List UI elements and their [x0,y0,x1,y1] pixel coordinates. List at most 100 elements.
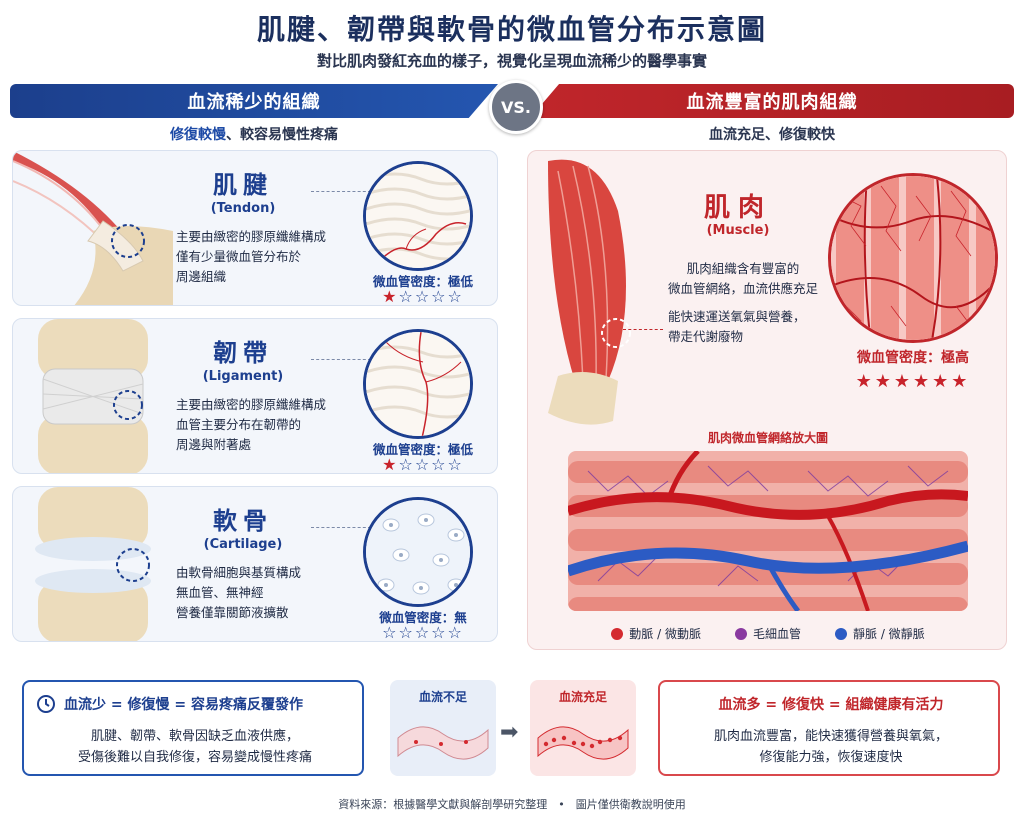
star-icon: ★ [855,371,875,392]
legend-item-capillary: 毛細血管 [734,625,801,642]
low-flow-summary-body: 肌腱、韌帶、軟骨因缺乏血液供應， 受傷後難以自我修復，容易變成慢性疼痛 [24,726,366,768]
legend-label: 靜脈 / 微靜脈 [853,627,925,641]
star-icon: ★ [382,287,399,306]
cartilage-star-rating: ☆☆☆☆☆ [353,623,493,642]
star-icon: ★ [874,371,894,392]
ligament-desc-line: 周邊與附著處 [176,437,252,452]
ligament-desc-line: 血管主要分布在韌帶的 [176,417,302,432]
tendon-desc-line: 主要由緻密的膠原纖維構成 [176,229,327,244]
cartilage-title: 軟骨 [213,507,273,535]
muscle-panel: 肌肉 (Muscle) 肌肉組織含有豐富的 微血管網絡，血流供應充足 能快速運送… [527,150,1007,650]
summary-line: 修復能力強，恢復速度快 [759,750,903,765]
capillary-network-zoom-view [568,451,968,611]
artery-color-dot [611,627,624,640]
muscle-desc-line: 帶走代謝廢物 [668,329,744,344]
cartilage-density-label: 微血管密度：無 [379,610,467,625]
tendon-title: 肌腱 [213,171,273,199]
muscle-title: 肌肉 [703,193,772,223]
legend-label: 動脈 / 微動脈 [629,627,701,641]
ligament-title: 韌帶 [213,339,273,367]
ligament-desc-line: 主要由緻密的膠原纖維構成 [176,397,327,412]
low-flow-vessel-illustration: 血流不足 [390,680,496,776]
muscle-description: 肌肉組織含有豐富的 微血管網絡，血流供應充足 [653,259,833,299]
tendon-magnified-view [363,161,473,271]
muscle-desc-line: 肌肉組織含有豐富的 [686,261,800,276]
legend-item-artery: 動脈 / 微動脈 [611,625,701,642]
tendon-star-rating: ★☆☆☆☆ [353,287,493,306]
page-title: 肌腱、韌帶與軟骨的微血管分布示意圖 [256,13,767,46]
source-footer: 資料來源：根據醫學文獻與解剖學研究整理 • 圖片僅供衛教說明使用 [338,798,686,811]
muscle-magnified-view [828,173,998,343]
star-icon: ☆ [447,623,464,642]
low-flow-summary-heading: 血流少 = 修復慢 = 容易疼痛反覆發作 [36,694,303,714]
capillary-network-zoom-title: 肌肉微血管網絡放大圖 [707,431,828,445]
low-flow-label: 血流不足 [418,690,467,704]
tendon-description: 主要由緻密的膠原纖維構成 僅有少量微血管分布於 周邊組織 [176,227,361,287]
chronic-pain-text: 、較容易慢性疼痛 [226,127,338,143]
star-icon: ★ [913,371,933,392]
slow-repair-text: 修復較慢 [170,127,226,143]
ligament-magnified-view [363,329,473,439]
high-flow-label: 血流充足 [558,690,607,704]
high-flow-vessel-illustration: 血流充足 [530,680,636,776]
cartilage-english-name: (Cartilage) [203,537,283,552]
low-blood-flow-banner: 血流稀少的組織 [10,84,498,118]
star-icon: ☆ [398,287,415,306]
muscle-density-label: 微血管密度：極高 [857,350,969,366]
star-icon: ★ [382,455,399,474]
star-icon: ☆ [414,623,432,642]
cartilage-desc-line: 營養僅靠關節液擴散 [176,605,289,620]
low-blood-flow-subtitle: 修復較慢、較容易慢性疼痛 [10,124,498,144]
ligament-pointer-line [311,359,371,360]
muscle-illustration [548,159,631,425]
rich-blood-flow-subtitle: 血流充足、修復較快 [709,127,835,143]
cartilage-pointer-line [311,527,371,528]
star-icon: ★ [932,371,952,392]
star-icon: ★ [951,371,971,392]
vs-badge: VS. [489,80,543,134]
star-icon: ☆ [414,287,432,306]
ligament-card: 韌帶 (Ligament) 主要由緻密的膠原纖維構成 血管主要分布在韌帶的 周邊… [12,318,498,474]
vessel-legend: 動脈 / 微動脈 毛細血管 靜脈 / 微靜脈 [528,625,1006,642]
cartilage-desc-line: 無血管、無神經 [176,585,264,600]
ligament-description: 主要由緻密的膠原纖維構成 血管主要分布在韌帶的 周邊與附著處 [176,395,361,455]
muscle-desc-line: 能快速運送氧氣與營養， [668,309,806,324]
cartilage-illustration [35,487,151,641]
star-icon: ☆ [382,623,399,642]
star-icon: ☆ [398,623,415,642]
cartilage-card: 軟骨 (Cartilage) 由軟骨細胞與基質構成 無血管、無神經 營養僅靠關節… [12,486,498,642]
summary-line: 肌腱、韌帶、軟骨因缺乏血液供應， [90,729,299,744]
summary-line: 肌肉血流豐富，能快速獲得營養與氧氣， [713,729,948,744]
capillary-color-dot [734,627,747,640]
arrow-right-icon: ➡ [500,720,519,745]
star-icon: ☆ [447,287,464,306]
tendon-desc-line: 周邊組織 [176,269,227,284]
low-flow-summary-box: 血流少 = 修復慢 = 容易疼痛反覆發作 肌腱、韌帶、軟骨因缺乏血液供應， 受傷… [22,680,364,776]
ligament-illustration [38,319,148,473]
ligament-density-label: 微血管密度：極低 [372,442,473,457]
summary-line: 受傷後難以自我修復，容易變成慢性疼痛 [77,750,312,765]
tendon-desc-line: 僅有少量微血管分布於 [176,249,302,264]
vein-color-dot [835,627,847,640]
ligament-english-name: (Ligament) [202,369,284,384]
star-icon: ☆ [431,623,448,642]
tendon-density-label: 微血管密度：極低 [372,274,473,289]
star-icon: ☆ [431,455,448,474]
rich-blood-flow-banner: 血流豐富的肌肉組織 [530,84,1014,118]
high-flow-summary-body: 肌肉血流豐富，能快速獲得營養與氧氣， 修復能力強，恢復速度快 [660,726,1002,768]
star-icon: ☆ [431,287,448,306]
muscle-desc-line: 微血管網絡，血流供應充足 [667,281,818,296]
muscle-english-name: (Muscle) [706,223,770,238]
tendon-card: 肌腱 (Tendon) 主要由緻密的膠原纖維構成 僅有少量微血管分布於 周邊組織… [12,150,498,306]
cartilage-desc-line: 由軟骨細胞與基質構成 [176,565,302,580]
high-flow-summary-title: 血流多 = 修復快 = 組織健康有活力 [718,697,944,713]
star-icon: ★ [893,371,913,392]
tendon-pointer-line [311,191,371,192]
star-icon: ☆ [414,455,432,474]
legend-item-vein: 靜脈 / 微靜脈 [835,625,925,642]
tendon-illustration [13,151,173,305]
muscle-pointer-line [623,329,663,330]
high-flow-summary-box: 血流多 = 修復快 = 組織健康有活力 肌肉血流豐富，能快速獲得營養與氧氣， 修… [658,680,1000,776]
muscle-function-description: 能快速運送氧氣與營養， 帶走代謝廢物 [668,307,848,347]
cartilage-description: 由軟骨細胞與基質構成 無血管、無神經 營養僅靠關節液擴散 [176,563,361,623]
